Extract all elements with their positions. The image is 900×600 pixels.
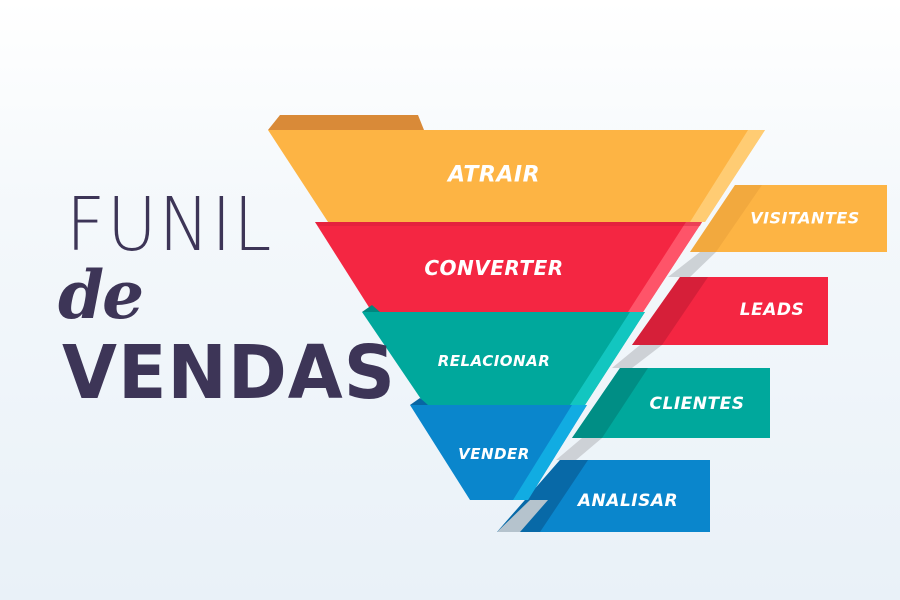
funnel-stage-converter bbox=[315, 222, 702, 312]
funnel-stage-relacionar bbox=[362, 312, 645, 405]
stage-label-relacionar: RELACIONAR bbox=[437, 352, 551, 370]
funnel-stage-atrair bbox=[268, 130, 765, 222]
title-funil: FUNIL bbox=[66, 182, 274, 268]
stage-label-converter: CONVERTER bbox=[424, 256, 564, 280]
stage-label-vender: VENDER bbox=[458, 445, 530, 463]
outcome-label-clientes: CLIENTES bbox=[649, 394, 745, 414]
outcome-label-visitantes: VISITANTES bbox=[750, 208, 860, 228]
outcome-label-leads: LEADS bbox=[739, 300, 805, 320]
funnel-top-tab bbox=[268, 115, 424, 130]
title-de: de bbox=[58, 256, 144, 334]
stage-label-atrair: ATRAIR bbox=[447, 162, 541, 188]
title-vendas: VENDAS bbox=[62, 330, 396, 416]
outcome-label-analisar: ANALISAR bbox=[577, 491, 679, 511]
